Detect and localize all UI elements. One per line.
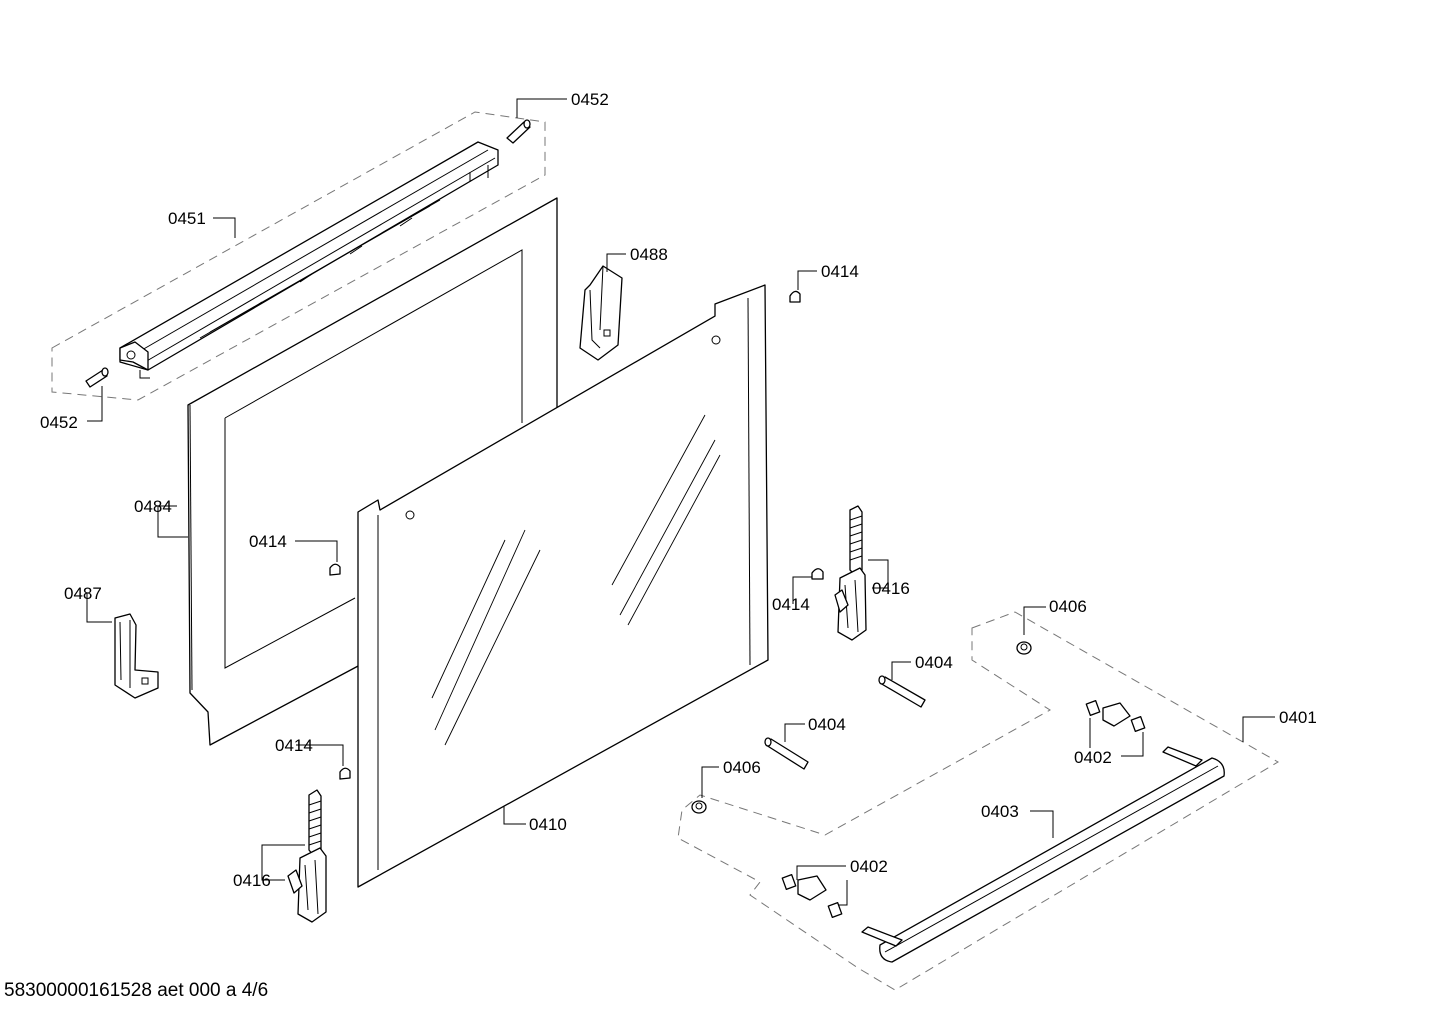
screw-0404-bottom: [764, 737, 809, 770]
assembly-boundary-handle: [677, 611, 1279, 991]
clip-0414-top: [789, 290, 801, 303]
label-0404-top: 0404: [915, 653, 953, 672]
label-0401: 0401: [1279, 708, 1317, 727]
screw-0404-top: [878, 675, 926, 708]
label-0416-right: 0416: [872, 579, 910, 598]
label-0451: 0451: [168, 209, 206, 228]
bracket-right: [579, 265, 623, 361]
part-labels: 0452 0451 0452 0488 0414 0484 0414 0487 …: [40, 90, 1317, 890]
hinge-right: [834, 505, 867, 641]
label-0416-left: 0416: [233, 871, 271, 890]
assembly-boundary-top: [51, 111, 546, 401]
leader-lines: [86, 98, 1275, 906]
label-0406-bottom: 0406: [723, 758, 761, 777]
spacer-0406-top: [1016, 641, 1032, 655]
clip-0414-mid-left: [329, 563, 341, 576]
label-0410: 0410: [529, 815, 567, 834]
label-0414-mid-right: 0414: [772, 595, 810, 614]
bracket-left: [114, 613, 159, 699]
label-0402-bottom: 0402: [850, 857, 888, 876]
handle-bracket-0402-bottom: [781, 874, 843, 918]
spacer-0406-bottom: [691, 800, 707, 814]
top-trim-strip: [119, 141, 499, 379]
label-0414-top: 0414: [821, 262, 859, 281]
outer-glass-door: [357, 284, 769, 888]
handle-bracket-0402-top: [1085, 700, 1146, 732]
label-0404-bottom: 0404: [808, 715, 846, 734]
clip-0414-mid-right: [811, 568, 824, 580]
pin-top: [506, 119, 531, 144]
label-0484: 0484: [134, 497, 172, 516]
label-0452-top: 0452: [571, 90, 609, 109]
door-handle-bar: [861, 746, 1225, 963]
label-0414-mid-left: 0414: [249, 532, 287, 551]
label-0406-top: 0406: [1049, 597, 1087, 616]
hinge-left: [287, 789, 327, 923]
label-0402-top: 0402: [1074, 748, 1112, 767]
label-0487: 0487: [64, 584, 102, 603]
label-0403: 0403: [981, 802, 1019, 821]
label-0414-bottom: 0414: [275, 736, 313, 755]
clip-0414-bottom: [339, 767, 351, 780]
pin-left: [85, 367, 109, 388]
document-id: 58300000161528 aet 000 a 4/6: [4, 980, 269, 1001]
label-0452-left: 0452: [40, 413, 78, 432]
label-0488: 0488: [630, 245, 668, 264]
